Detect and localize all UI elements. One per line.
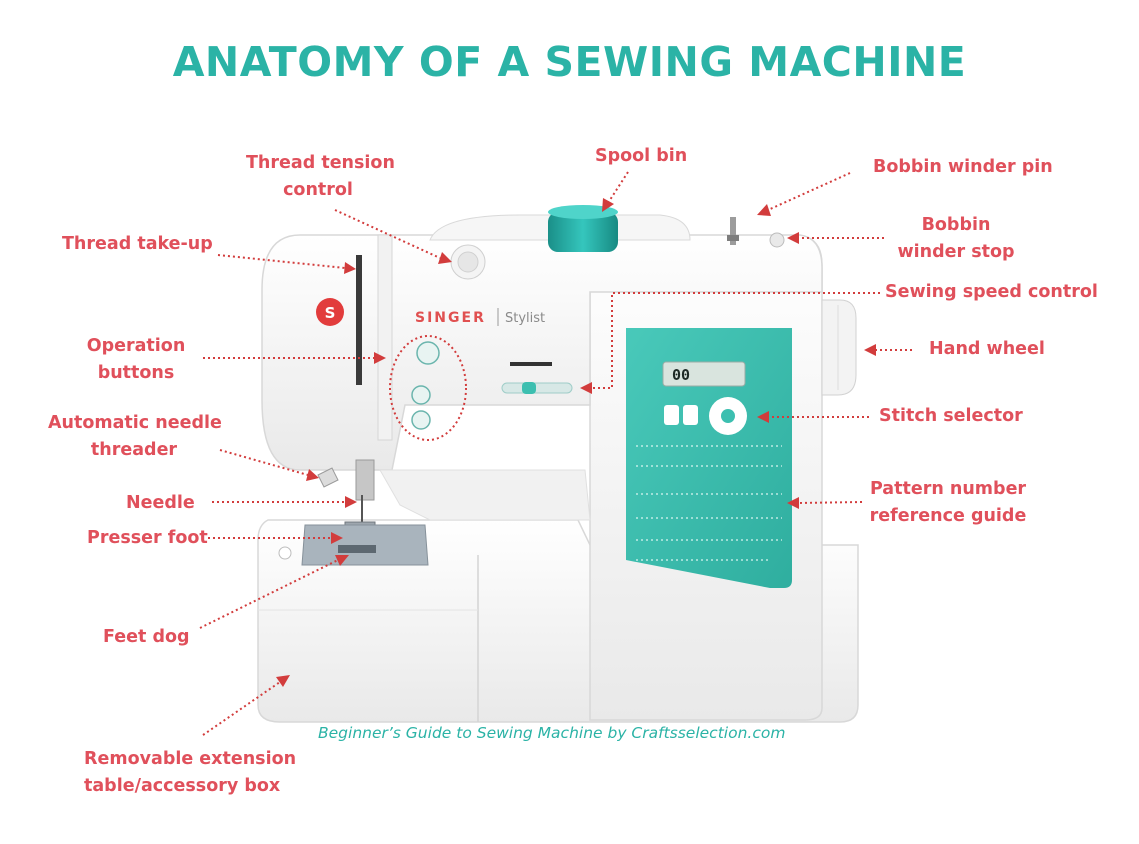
label-thread-tension-line2: control: [283, 180, 353, 200]
label-pattern-guide-line2: reference guide: [869, 506, 1027, 526]
label-bobbin-winder-stop-line2: winder stop: [897, 242, 1015, 262]
lcd-display: [662, 361, 746, 387]
control-panel: 00: [626, 328, 792, 588]
reverse-button[interactable]: [416, 341, 440, 365]
lcd-value: 00: [672, 366, 690, 384]
label-extension-table-line2: table/accessory box: [84, 776, 281, 796]
label-auto-threader: Automatic needle threader: [48, 410, 222, 464]
label-operation-buttons-line2: buttons: [97, 363, 175, 383]
label-spool-bin: Spool bin: [595, 146, 688, 166]
credit-text: Beginner’s Guide to Sewing Machine by Cr…: [318, 724, 786, 742]
start-stop-button[interactable]: [411, 410, 431, 430]
operation-buttons: [411, 341, 552, 430]
stitch-down-button[interactable]: [683, 405, 698, 425]
brand-name: SINGER: [415, 310, 486, 326]
singer-logo-icon: [316, 298, 344, 326]
label-sewing-speed: Sewing speed control: [885, 282, 1098, 302]
label-feet-dog: Feet dog: [103, 627, 190, 647]
bobbin-winder: [727, 217, 785, 248]
label-hand-wheel: Hand wheel: [929, 339, 1045, 359]
stitch-up-button[interactable]: [664, 405, 679, 425]
label-operation-buttons: Operation buttons: [76, 333, 196, 387]
label-thread-tension: Thread tension control: [246, 150, 395, 204]
leader-lines: [199, 171, 912, 736]
label-auto-threader-line1: Automatic needle: [48, 413, 222, 433]
spool-icon: [548, 212, 618, 252]
machine-arm: [261, 234, 823, 521]
label-operation-buttons-line1: Operation: [86, 336, 186, 356]
label-pattern-guide-line1: Pattern number: [869, 479, 1027, 499]
label-stitch-selector: Stitch selector: [879, 406, 1023, 426]
label-auto-threader-line2: threader: [90, 440, 178, 460]
label-presser-foot: Presser foot: [87, 528, 208, 548]
label-pattern-guide: Pattern number reference guide: [868, 476, 1028, 530]
label-needle: Needle: [126, 493, 195, 513]
label-bobbin-winder-pin: Bobbin winder pin: [873, 157, 1053, 177]
pattern-grid: [636, 445, 782, 561]
logo-letter: S: [325, 304, 336, 322]
page-title: ANATOMY OF A SEWING MACHINE: [172, 38, 967, 86]
label-thread-take-up: Thread take-up: [62, 234, 213, 254]
label-thread-tension-line1: Thread tension: [246, 153, 395, 173]
spool-area: [429, 205, 691, 252]
take-up-lever: [356, 255, 362, 385]
model-name: Stylist: [505, 311, 545, 326]
label-bobbin-winder-stop-line1: Bobbin: [921, 215, 991, 235]
label-extension-table-line1: Removable extension: [84, 749, 297, 769]
label-bobbin-winder-stop: Bobbin winder stop: [893, 212, 1019, 266]
hand-wheel-icon: [821, 299, 857, 396]
label-extension-table: Removable extension table/accessory box: [84, 746, 296, 800]
speed-slider[interactable]: [501, 382, 573, 394]
needle-position-button[interactable]: [411, 385, 431, 405]
